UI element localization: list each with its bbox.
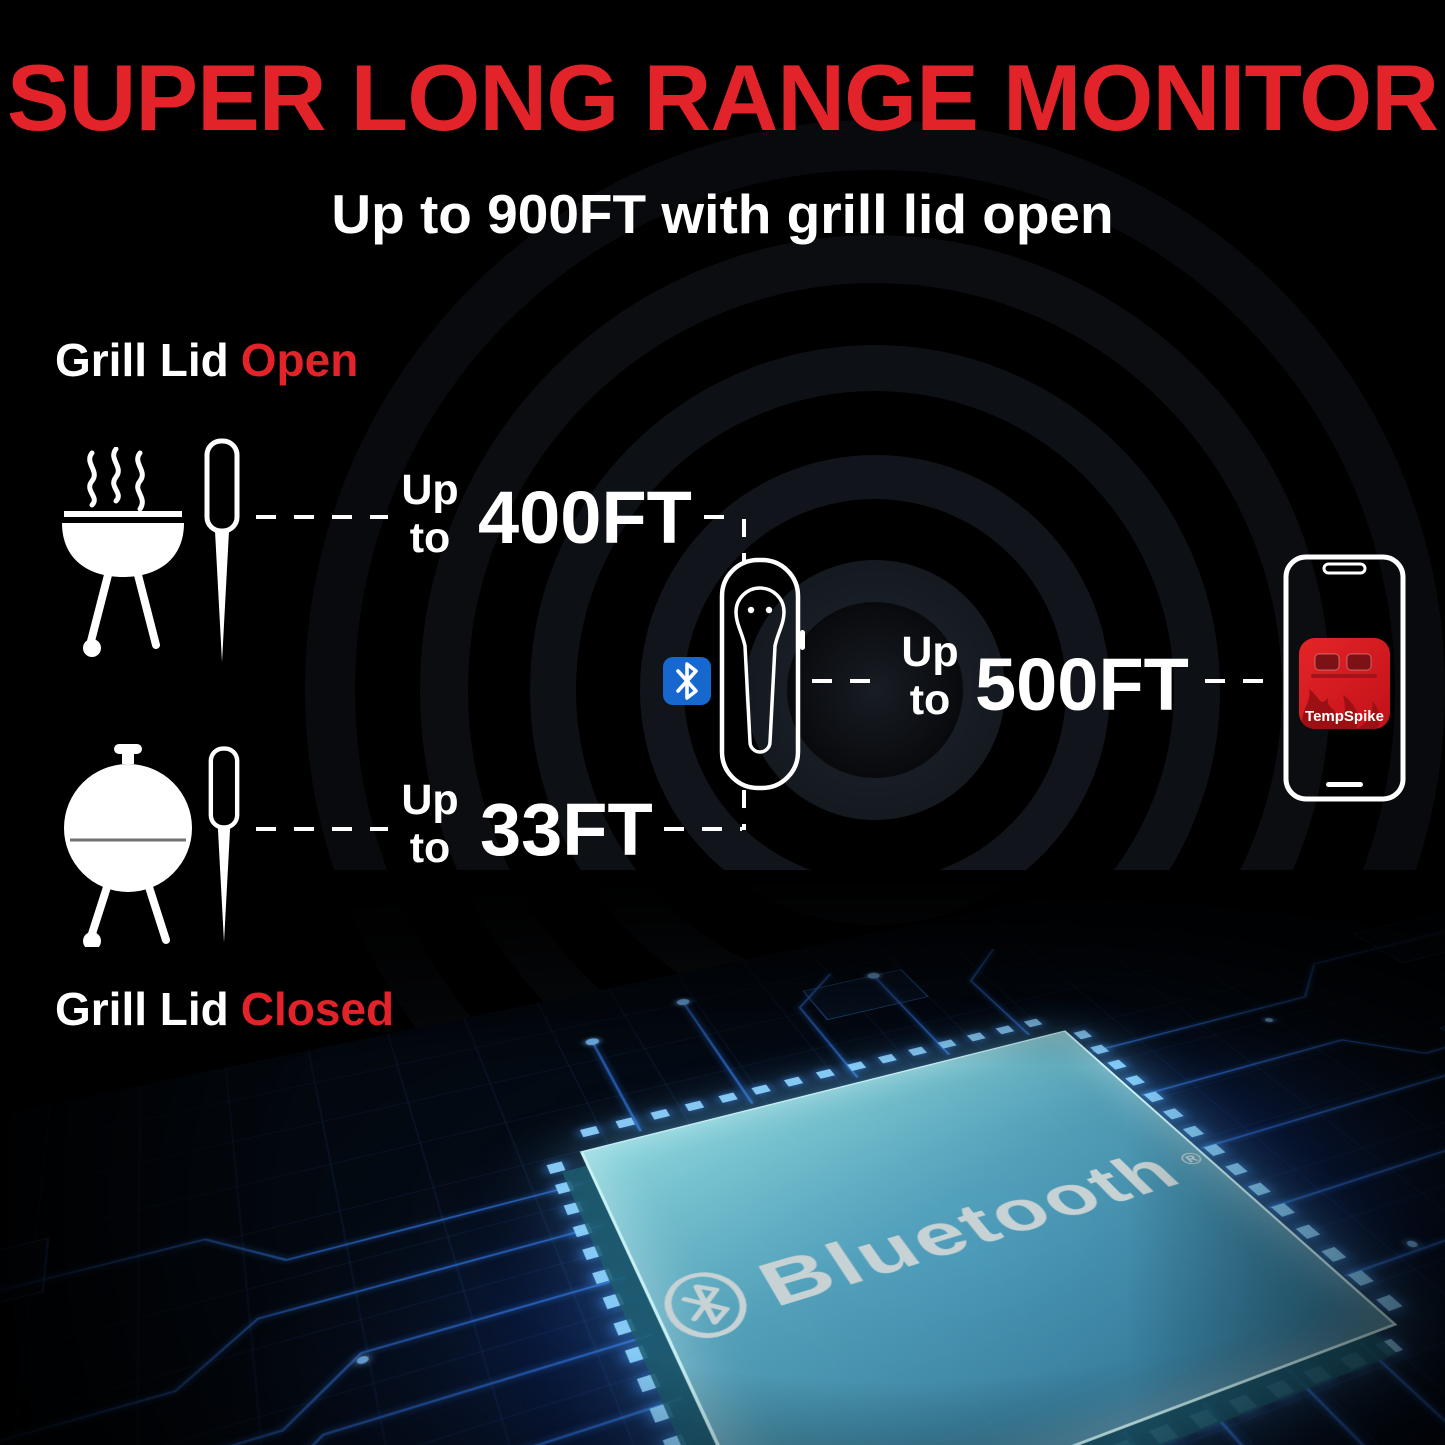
- circuit-board-plane: Bluetooth ®: [0, 870, 1445, 1445]
- dashed-connector: [742, 519, 746, 561]
- bluetooth-icon: [663, 657, 711, 705]
- up-to-label-open: Up to: [401, 466, 459, 562]
- distance-open: 400FT: [478, 476, 692, 559]
- dashed-connector: [704, 515, 742, 519]
- grill-lid-closed-state: Closed: [240, 983, 395, 1035]
- grill-lid-open-state: Open: [240, 334, 359, 386]
- distance-phone: 500FT: [975, 643, 1189, 726]
- page-subtitle: Up to 900FT with grill lid open: [331, 183, 1114, 245]
- smartphone-icon: TempSpike: [1283, 554, 1406, 802]
- grill-lid-open-label-prefix: Grill Lid: [55, 334, 229, 386]
- app-label: TempSpike: [1305, 708, 1384, 725]
- bluetooth-chip-face: Bluetooth ®: [649, 1132, 1229, 1353]
- dashed-connector: [812, 679, 886, 683]
- meat-probe-icon: [204, 438, 240, 662]
- tempspike-app-icon: TempSpike: [1299, 638, 1390, 729]
- dashed-connector: [256, 827, 388, 831]
- grill-lid-closed-label-prefix: Grill Lid: [55, 983, 229, 1035]
- up-to-label-phone: Up to: [901, 628, 959, 724]
- meat-probe-icon: [208, 746, 240, 943]
- dashed-connector: [256, 515, 388, 519]
- dashed-connector: [742, 790, 746, 830]
- grill-open-icon: [62, 447, 184, 657]
- dashed-connector: [1205, 679, 1275, 683]
- grill-closed-icon: [64, 744, 192, 947]
- up-to-label-closed: Up to: [401, 776, 459, 872]
- signal-booster-icon: [719, 557, 805, 791]
- dashed-connector: [664, 827, 742, 831]
- chip-brand-text: Bluetooth: [746, 1141, 1197, 1321]
- bluetooth-logo-icon: [649, 1262, 764, 1354]
- page-title: SUPER LONG RANGE MONITOR: [6, 45, 1439, 150]
- circuit-board: Bluetooth ®: [0, 870, 1445, 1445]
- distance-closed: 33FT: [480, 788, 653, 871]
